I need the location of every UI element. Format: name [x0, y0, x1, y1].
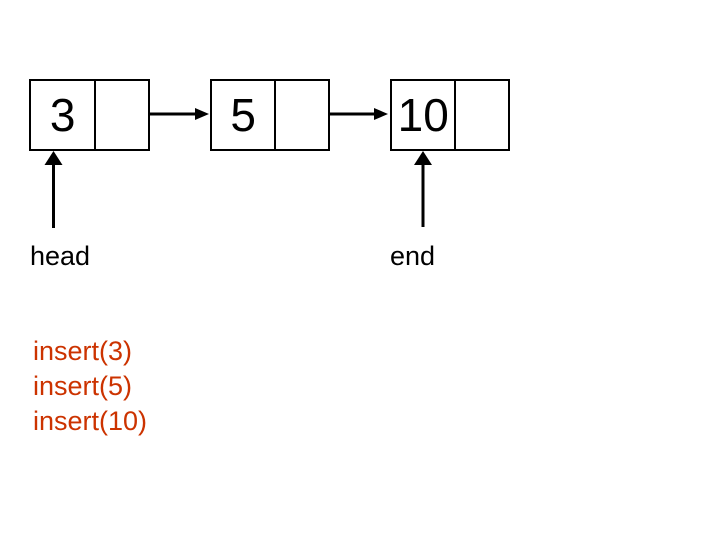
- head-pointer-arrow-head: [44, 151, 63, 165]
- operation-line: insert(10): [33, 406, 148, 436]
- operation-line: insert(5): [33, 371, 133, 401]
- list-node-2: 5: [210, 79, 330, 151]
- node-value: 10: [392, 81, 457, 149]
- list-node-3: 10: [390, 79, 510, 151]
- next-arrow-1-head: [195, 108, 209, 120]
- operation-line: insert(3): [33, 336, 133, 366]
- node-pointer-cell: [96, 81, 148, 149]
- end-label: end: [390, 241, 436, 271]
- node-pointer-cell: [276, 81, 328, 149]
- end-pointer-arrow-head: [414, 151, 432, 165]
- node-value: 3: [31, 81, 97, 149]
- head-label: head: [30, 241, 91, 271]
- next-arrow-2-head: [374, 108, 388, 120]
- node-value: 5: [212, 81, 277, 149]
- node-pointer-cell: [456, 81, 508, 149]
- operations-list: insert(3) insert(5) insert(10): [33, 334, 147, 439]
- list-node-1: 3: [29, 79, 150, 151]
